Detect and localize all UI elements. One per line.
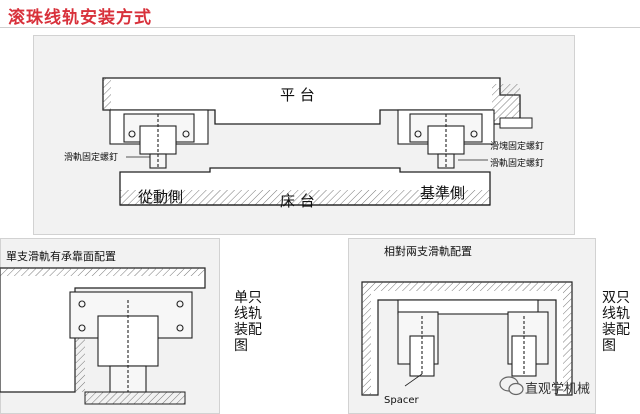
label-rail-screw-left: 滑軌固定螺釘 xyxy=(64,153,119,163)
side-text-line: 线轨 xyxy=(234,306,262,322)
label-reference-side: 基準側 xyxy=(420,184,466,202)
double-rail-caption: 相對兩支滑軌配置 xyxy=(384,245,472,258)
label-block-screw: 滑塊固定螺釘 xyxy=(490,142,545,152)
watermark-text: 直观学机械 xyxy=(525,382,591,397)
page-title: 滚珠线轨安装方式 xyxy=(8,8,152,28)
double-rail-side-text: 双只 线轨 装配 图 xyxy=(602,290,630,354)
side-text-line: 图 xyxy=(234,338,248,354)
side-text-line: 装配 xyxy=(234,322,262,338)
left-rail-block xyxy=(109,109,209,169)
single-rail-side-text: 单只 线轨 装配 图 xyxy=(234,290,262,354)
side-text-line: 线轨 xyxy=(602,306,630,322)
side-text-line: 单只 xyxy=(234,290,262,306)
label-driven-side: 從動側 xyxy=(138,188,184,206)
bed-hatch xyxy=(120,190,490,205)
spacer-label: Spacer xyxy=(384,395,419,406)
single-rail-block xyxy=(69,291,193,393)
label-rail-screw-right: 滑軌固定螺釘 xyxy=(490,159,545,169)
table-hatch-right xyxy=(492,84,520,124)
single-rail-caption: 單支滑軌有承靠面配置 xyxy=(6,250,116,263)
side-text-line: 图 xyxy=(602,338,616,354)
double-rail-panel xyxy=(348,238,596,414)
label-bed: 床 台 xyxy=(280,192,315,210)
spacer-leader xyxy=(404,373,423,387)
wechat-icon xyxy=(499,376,524,396)
double-rail-left-block xyxy=(397,311,439,377)
label-table: 平 台 xyxy=(280,86,315,104)
title-divider xyxy=(0,27,640,28)
side-text-line: 双只 xyxy=(602,290,630,306)
side-text-line: 装配 xyxy=(602,322,630,338)
right-rail-block xyxy=(397,109,495,169)
double-rail-right-block xyxy=(507,311,549,377)
table-hatch-left xyxy=(103,78,111,110)
